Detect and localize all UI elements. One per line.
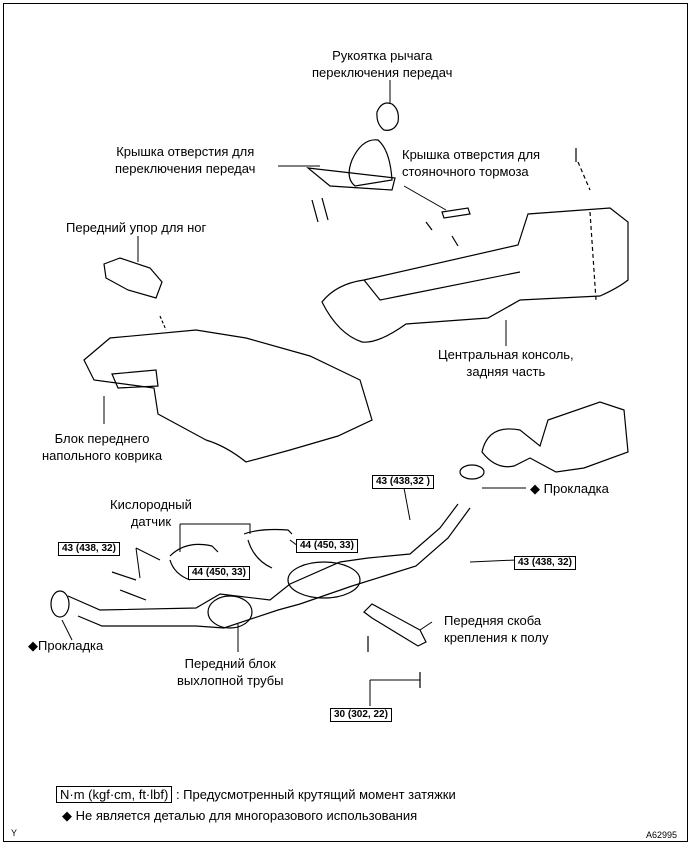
figure-code: A62995 — [646, 830, 678, 840]
front-pipe-drawing — [67, 503, 471, 629]
label-gasket-left: ◆Прокладка — [28, 638, 104, 653]
legend-nonreuse-text: Не является деталью для многоразового ис… — [75, 808, 418, 823]
o2-sensor-drawing — [169, 528, 293, 581]
label-o2-sensor: Кислородный датчик — [110, 497, 192, 529]
floor-carpet-drawing — [83, 315, 373, 463]
shift-boot-drawing — [306, 139, 396, 223]
bolts-left-drawing — [111, 571, 147, 601]
torque-sensor-left: 44 (450, 33) — [188, 566, 250, 580]
diagram-frame — [3, 3, 688, 842]
torque-bracket: 30 (302, 22) — [330, 708, 392, 722]
gasket-right-drawing — [459, 464, 485, 480]
diamond-icon: ◆ — [62, 808, 72, 823]
front-bracket-drawing — [363, 603, 427, 688]
legend-torque: N·m (kgf·cm, ft·lbf) : Предусмотренный к… — [56, 786, 456, 803]
torque-left: 43 (438, 32) — [58, 542, 120, 556]
label-console-rear: Центральная консоль, задняя часть — [438, 347, 574, 379]
foot-rest-drawing — [103, 257, 163, 299]
screws-drawing — [425, 148, 577, 247]
torque-lower-right: 43 (438, 32) — [514, 556, 576, 570]
muffler-drawing — [481, 401, 629, 473]
rear-console-drawing — [321, 161, 629, 343]
diamond-icon: ◆ — [28, 638, 38, 653]
label-brake-cover: Крышка отверстия для стояночного тормоза — [402, 147, 541, 179]
label-floor-carpet: Блок переднего напольного коврика — [42, 431, 163, 463]
label-front-pipe: Передний блок выхлопной трубы — [177, 656, 284, 688]
brake-cover-drawing — [441, 207, 471, 219]
legend-torque-text: : Предусмотренный крутящий момент затяжк… — [175, 787, 456, 802]
gasket-left-drawing — [50, 590, 70, 618]
diamond-icon: ◆ — [530, 481, 540, 496]
label-shift-cover: Крышка отверстия для переключения переда… — [115, 144, 256, 176]
torque-sensor-right: 44 (450, 33) — [296, 539, 358, 553]
label-foot-rest: Передний упор для ног — [66, 220, 207, 235]
legend-nonreuse: ◆ Не является деталью для многоразового … — [62, 807, 417, 824]
torque-upper-right: 43 (438,32 ) — [372, 475, 434, 489]
label-front-bracket: Передняя скоба крепления к полу — [444, 613, 549, 645]
shift-knob-drawing — [376, 102, 399, 131]
legend-unit-box: N·m (kgf·cm, ft·lbf) — [56, 786, 173, 803]
corner-left-mark: Y — [11, 828, 18, 838]
label-gasket-right: ◆ Прокладка — [530, 481, 609, 496]
label-shift-knob: Рукоятка рычага переключения передач — [312, 48, 453, 80]
